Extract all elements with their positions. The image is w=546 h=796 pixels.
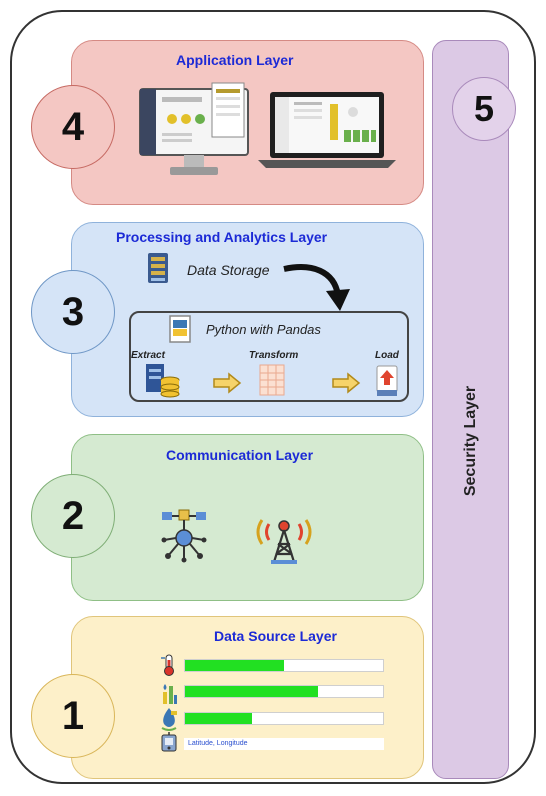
data-storage-label: Data Storage <box>187 262 270 278</box>
python-pandas-label: Python with Pandas <box>206 322 321 337</box>
network-hub-icon <box>161 509 207 563</box>
data-source-layer-title: Data Source Layer <box>214 628 337 644</box>
python-document-icon <box>169 315 191 343</box>
upload-load-icon <box>376 365 398 396</box>
transform-label: Transform <box>249 350 299 361</box>
radio-tower-icon <box>256 519 312 564</box>
application-layer-number: 4 <box>31 85 115 169</box>
arrow-right-icon <box>332 372 361 394</box>
communication-layer <box>71 434 424 601</box>
gps-device-icon <box>161 732 177 752</box>
communication-layer-number: 2 <box>31 474 115 558</box>
database-server-icon <box>148 253 168 283</box>
processing-layer-title: Processing and Analytics Layer <box>116 229 328 245</box>
laptop-dashboard-icon <box>258 92 396 168</box>
curved-arrow-icon <box>283 264 350 311</box>
gps-coordinates-label: Latitude, Longitude <box>184 738 384 750</box>
sensor-level-bar <box>184 659 384 672</box>
load-label: Load <box>375 350 399 361</box>
sensor-level-bar <box>184 712 384 725</box>
thermometer-icon <box>161 654 174 676</box>
sensor-level-fill <box>185 660 284 671</box>
sensor-level-fill <box>185 686 318 697</box>
security-layer-number: 5 <box>452 77 516 141</box>
processing-layer-number: 3 <box>31 270 115 354</box>
sensor-level-fill <box>185 713 253 724</box>
humidity-sensor-icon <box>163 684 177 704</box>
data-source-layer-number: 1 <box>31 674 115 758</box>
extract-database-icon <box>146 364 180 398</box>
extract-label: Extract <box>131 350 165 361</box>
transform-table-icon <box>259 364 285 396</box>
arrow-right-icon <box>213 372 242 394</box>
security-layer-title: Security Layer <box>462 385 479 497</box>
desktop-dashboard-icon <box>139 82 249 175</box>
security-layer: Security Layer <box>432 40 509 779</box>
application-layer-title: Application Layer <box>176 52 294 68</box>
water-sensor-icon <box>161 708 177 731</box>
sensor-level-bar <box>184 685 384 698</box>
communication-layer-title: Communication Layer <box>166 447 314 463</box>
